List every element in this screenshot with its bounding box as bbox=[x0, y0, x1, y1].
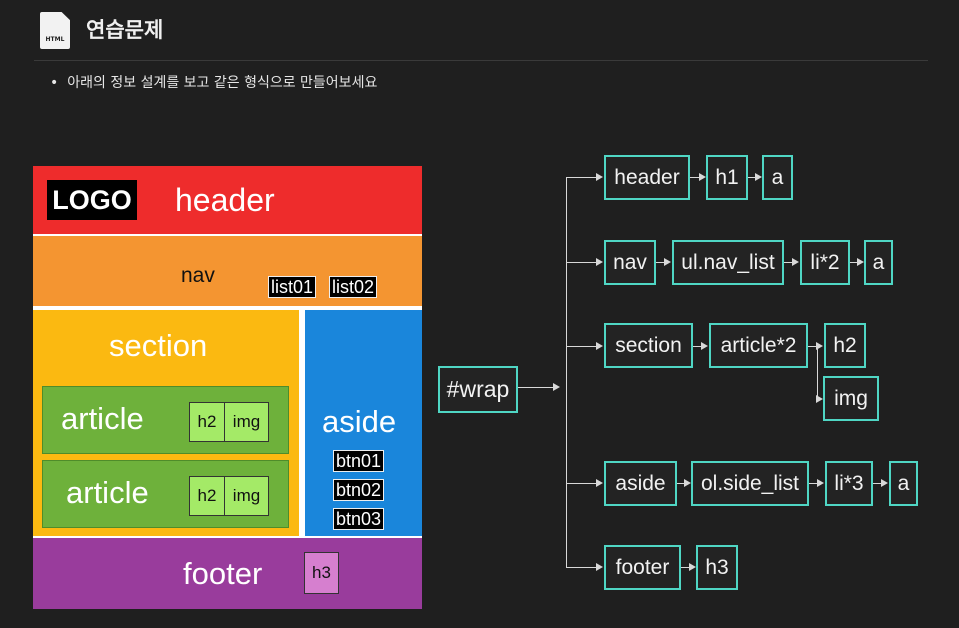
mock-nav-block: nav list01 list02 bbox=[33, 236, 422, 306]
connector-line bbox=[808, 346, 817, 347]
mock-img-cell: img bbox=[224, 402, 269, 442]
arrow-icon bbox=[881, 479, 888, 487]
mock-aside-block: aside btn01 btn02 btn03 bbox=[305, 310, 422, 536]
tree-node-section: section bbox=[604, 323, 693, 368]
html-file-icon: HTML bbox=[40, 12, 70, 49]
connector-line bbox=[873, 483, 882, 484]
connector-line bbox=[518, 387, 554, 388]
arrow-icon bbox=[755, 173, 762, 181]
mock-article-block: article h2 img bbox=[42, 460, 289, 528]
mock-logo: LOGO bbox=[47, 180, 137, 220]
mock-button-tag: btn03 bbox=[333, 508, 385, 530]
tree-node-side-list: ol.side_list bbox=[691, 461, 809, 506]
arrow-icon bbox=[596, 563, 603, 571]
arrow-icon bbox=[553, 383, 560, 391]
tree-node-footer: footer bbox=[604, 545, 681, 590]
mock-nav-item: list01 bbox=[268, 276, 317, 298]
mock-img-cell: img bbox=[224, 476, 269, 516]
mock-button-tag: btn01 bbox=[333, 450, 385, 472]
connector-line bbox=[809, 483, 818, 484]
mock-section-block: section article h2 img article h2 img bbox=[33, 310, 299, 536]
tree-node-article: article*2 bbox=[709, 323, 808, 368]
mock-footer-label: footer bbox=[183, 556, 263, 591]
title-divider bbox=[34, 60, 928, 61]
connector-line bbox=[677, 483, 685, 484]
connector-line bbox=[690, 177, 700, 178]
tree-node-aside-li: li*3 bbox=[825, 461, 873, 506]
arrow-icon bbox=[689, 563, 696, 571]
mock-article-block: article h2 img bbox=[42, 386, 289, 454]
layout-mockup: LOGO header nav list01 list02 section ar… bbox=[33, 166, 422, 609]
connector-line bbox=[817, 346, 818, 399]
connector-line bbox=[748, 177, 756, 178]
mock-header-block: LOGO header bbox=[33, 166, 422, 234]
mock-h2-cell: h2 bbox=[189, 476, 225, 516]
tree-node-wrap: #wrap bbox=[438, 366, 518, 413]
connector-line bbox=[681, 567, 690, 568]
tree-node-h1: h1 bbox=[706, 155, 748, 200]
mock-section-label: section bbox=[109, 328, 208, 363]
tree-node-a: a bbox=[762, 155, 793, 200]
connector-line bbox=[566, 483, 597, 484]
mock-button-tag: btn02 bbox=[333, 479, 385, 501]
arrow-icon bbox=[699, 173, 706, 181]
tree-node-nav: nav bbox=[604, 240, 656, 285]
arrow-icon bbox=[596, 342, 603, 350]
mock-article-label: article bbox=[66, 475, 149, 510]
connector-line bbox=[566, 567, 597, 568]
mock-nav-item: list02 bbox=[329, 276, 378, 298]
arrow-icon bbox=[596, 479, 603, 487]
tree-node-img: img bbox=[823, 376, 879, 421]
connector-line bbox=[850, 262, 858, 263]
arrow-icon bbox=[816, 342, 823, 350]
arrow-icon bbox=[701, 342, 708, 350]
arrow-icon bbox=[816, 395, 823, 403]
arrow-icon bbox=[664, 258, 671, 266]
tree-node-h3: h3 bbox=[696, 545, 738, 590]
mock-h3-cell: h3 bbox=[304, 552, 339, 594]
tree-node-a: a bbox=[889, 461, 918, 506]
tree-node-aside: aside bbox=[604, 461, 677, 506]
instruction-text: 아래의 정보 설계를 보고 같은 형식으로 만들어보세요 bbox=[50, 72, 377, 92]
connector-line bbox=[566, 262, 597, 263]
connector-line bbox=[566, 177, 597, 178]
tree-node-nav-li: li*2 bbox=[800, 240, 850, 285]
arrow-icon bbox=[792, 258, 799, 266]
mock-h2-cell: h2 bbox=[189, 402, 225, 442]
mock-article-label: article bbox=[61, 401, 144, 436]
tree-node-nav-list: ul.nav_list bbox=[672, 240, 784, 285]
mock-footer-block: footer h3 bbox=[33, 538, 422, 609]
arrow-icon bbox=[817, 479, 824, 487]
page-title: 연습문제 bbox=[86, 18, 164, 42]
connector-trunk bbox=[566, 177, 567, 568]
arrow-icon bbox=[857, 258, 864, 266]
arrow-icon bbox=[596, 258, 603, 266]
tree-node-header: header bbox=[604, 155, 690, 200]
connector-line bbox=[784, 262, 793, 263]
connector-line bbox=[656, 262, 665, 263]
tree-node-h2: h2 bbox=[824, 323, 866, 368]
html-icon-label: HTML bbox=[45, 36, 65, 43]
mock-nav-label: nav bbox=[181, 264, 215, 287]
connector-line bbox=[693, 346, 702, 347]
connector-line bbox=[566, 346, 597, 347]
mock-header-label: header bbox=[175, 182, 275, 218]
mock-aside-label: aside bbox=[322, 404, 397, 439]
tree-node-a: a bbox=[864, 240, 893, 285]
arrow-icon bbox=[596, 173, 603, 181]
arrow-icon bbox=[684, 479, 691, 487]
